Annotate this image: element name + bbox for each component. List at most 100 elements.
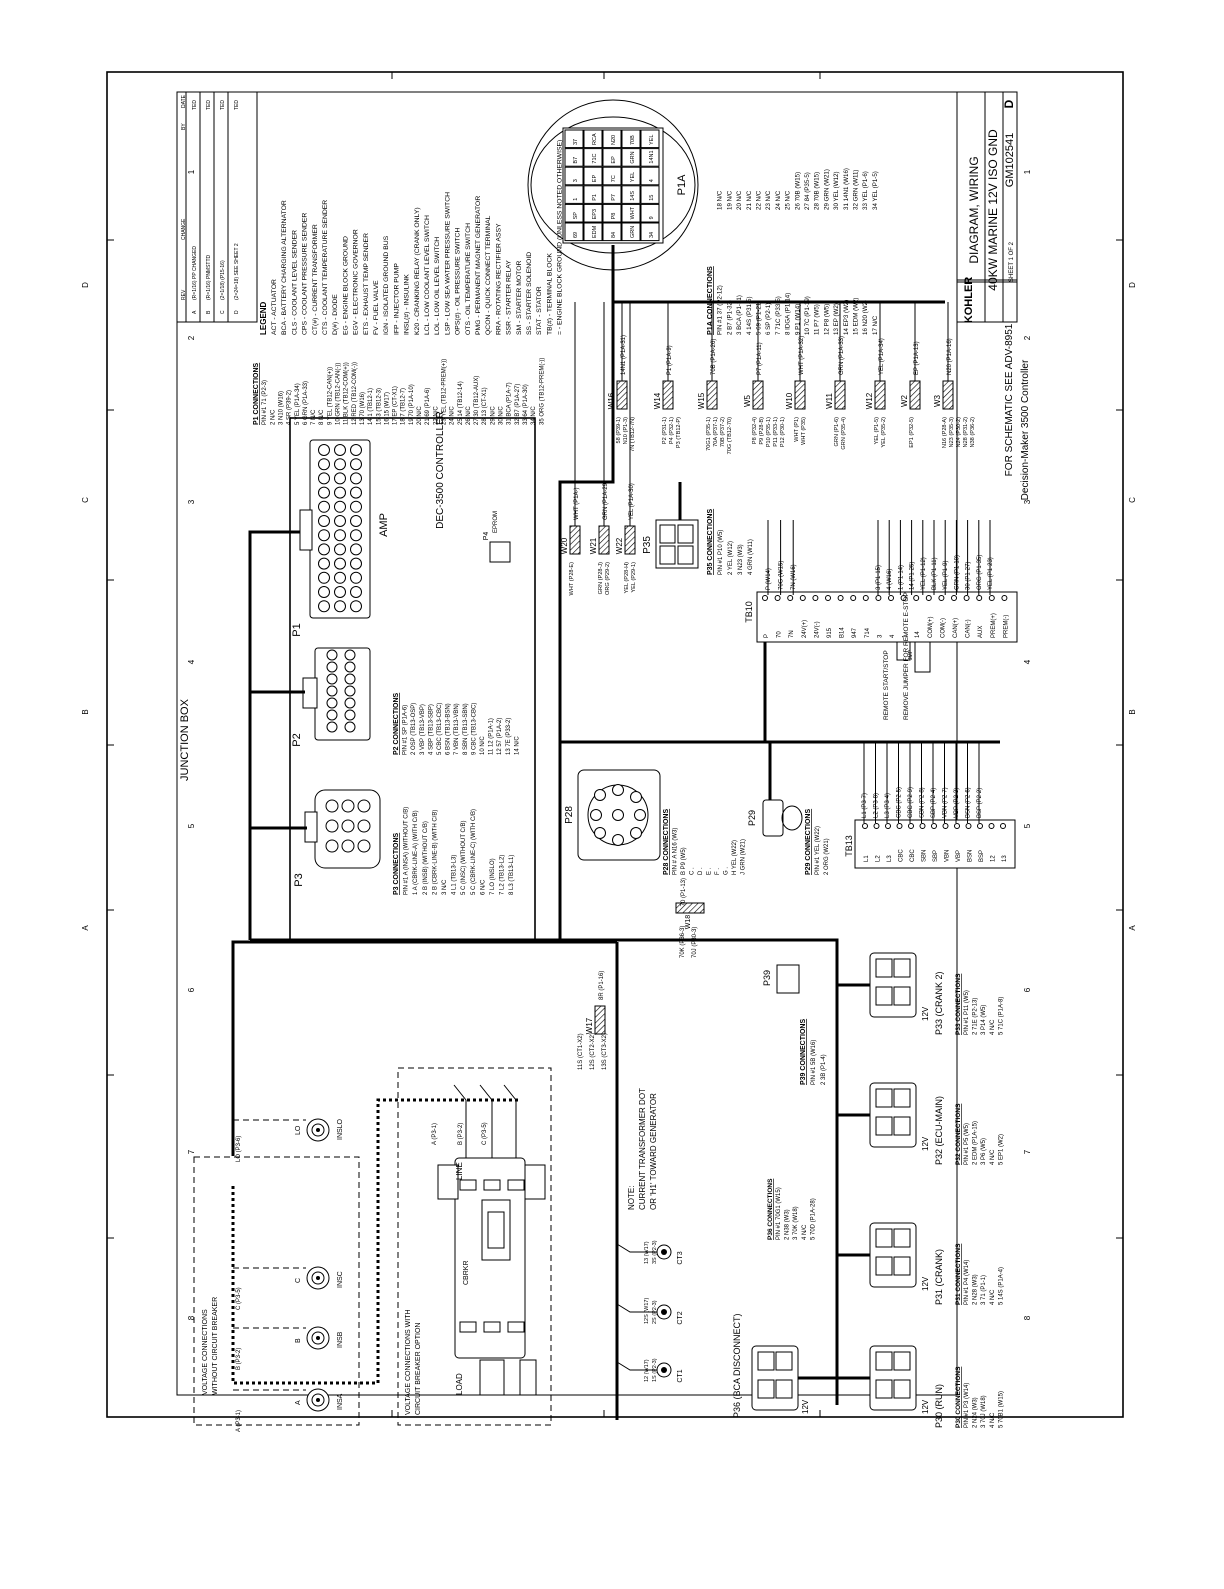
harness-left-end: P10 (P35-1) [766, 417, 772, 447]
legend-item: CLS - COOLANT LEVEL SENDER [291, 230, 298, 335]
insulink-wire: C (P3-5) [236, 1287, 242, 1310]
tb10-terminal: 3 [877, 634, 883, 638]
tb13-wire: SBN (P2-8) [920, 787, 926, 818]
harness-name: W16 [607, 392, 616, 409]
p1a-pin-label: YEL [649, 135, 655, 145]
p2-connections-row: 6 BSN (TB13-BSN) [446, 703, 452, 755]
tb10-wire: YEL (P1-12) [921, 557, 927, 590]
harness-left-end: WHT (P35) [801, 417, 807, 445]
voltage-no-cb-title: WITHOUT CIRCUIT BREAKER [212, 1297, 219, 1395]
harness-left-end: P9 (P28-B) [759, 417, 765, 445]
p1-connections-row: 17 EP (CT-X1) [393, 386, 399, 425]
harness-name: W21 [589, 537, 598, 554]
p1a-connections-right-row: 25 N/C [785, 190, 792, 210]
relay-connections-row: 2 EDM (P1A-15) [973, 1121, 979, 1165]
relay-label: P32 (ECU-MAIN) [934, 1096, 944, 1165]
harness-right-end: GRN (P1A-33) [839, 336, 845, 375]
tb13-wire: VBN (P2-7) [943, 787, 949, 818]
tb13-wire: L3 (P3-4) [885, 793, 891, 818]
ct-note-title: NOTE: [627, 1186, 636, 1210]
zone-letter-bottom: B [1128, 709, 1137, 714]
harness-right-end: EP (P1A-13) [914, 341, 920, 375]
p1a-pin-label: EP [611, 156, 617, 164]
relay-connections-row: 3 P14 (W5) [981, 1005, 987, 1035]
p2-connections-row: 2 OSP (TB13-OSP) [411, 703, 417, 755]
tb13-terminal: L2 [876, 855, 882, 862]
relay-connections-title: P32 CONNECTIONS [955, 1103, 962, 1165]
p2-label: P2 [291, 733, 303, 746]
p1-connections-row: 27 30 (TB12-AUX) [474, 376, 480, 425]
p1a-pin-label: 70B [630, 135, 636, 145]
p28-connections-row: J GRN (W21) [741, 839, 747, 875]
p1a-connections-right-row: 33 YEL (P1-6) [862, 171, 869, 210]
remove-jumper-label: REMOVE JUMPER FOR REMOTE E-STOP [903, 592, 910, 720]
harness-name: W2 [900, 394, 909, 407]
p1-connections-row: 11 BLK (TB12-COM(+)) [344, 362, 350, 425]
p2-connections-row: 8 SBN (TB13-SBN) [463, 703, 469, 755]
tb13-wire: CBC (P2-5) [897, 787, 903, 818]
p3-connections-row: 2 B (INSB) (WITHOUT C/B) [423, 821, 429, 895]
p1a-pin-label: 9 [649, 216, 655, 219]
p2-connections-row: PIN #1 SP (P1A-6) [403, 705, 409, 755]
p2-connections-row: 9 CBC (TB13-CBC) [471, 703, 477, 755]
relay-connections-row: 4 N/C [990, 1019, 996, 1035]
p1a-connections-right-row: 23 N/C [765, 190, 772, 210]
p2-connections-row: 13 7E (P33-2) [506, 718, 512, 755]
tb13-wire: L1 (P3-7) [862, 793, 868, 818]
p1a-connections-left-row: 7 71C (P33-5) [775, 296, 782, 335]
p1-label: P1 [291, 623, 303, 636]
harness-right-end: 70B (P1A-26) [711, 339, 717, 375]
harness-left-end: YEL (P29-1) [631, 562, 637, 593]
zone-letter-top: D [81, 282, 90, 288]
revision-row-change: (R=1/16) PP CHANGED [192, 246, 198, 300]
legend-item: FV - FUEL VALVE [373, 280, 380, 335]
tb13-terminal: BSN [968, 850, 974, 862]
p1-connections-row: 8 N/C [319, 409, 325, 425]
p2-connections-row: 12 57 (P1A-2) [497, 718, 503, 755]
tb10-wire: ORG (P1-35) [977, 555, 983, 590]
relay-connections-row: 5 70B1 (W15) [998, 1391, 1004, 1428]
tb13-wire: BSP (P2-2) [977, 788, 983, 818]
p1a-pin-label: P1 [592, 194, 598, 201]
harness-left-end: 13S (CT3-X2) [602, 1033, 608, 1070]
p1a-pin-label: 1 [573, 198, 579, 201]
harness-left-end: WHT (P28-E) [569, 562, 575, 596]
connector-p35: P35 [642, 519, 699, 569]
harness-name: W12 [865, 392, 874, 409]
p29-label: P29 [747, 810, 757, 826]
harness-name: W17 [585, 1017, 594, 1034]
breaker-wire: B (P3-2) [458, 1123, 464, 1145]
p2-connections-row: 3 VBP (TB13-VBP) [420, 704, 426, 755]
revision-row-by: TED [234, 100, 240, 110]
p28-connections-title: P28 CONNECTIONS [663, 809, 670, 875]
relay-connections-row: 4 N/C [990, 1149, 996, 1165]
zone-number-left: 8 [187, 1315, 196, 1320]
insulink-wire: B (P3-2) [236, 1348, 242, 1370]
relay-connections-row: 2 N38 (W3) [785, 1209, 791, 1240]
harness-right-end: N20 (P1A-16) [947, 338, 953, 375]
relay-connections-row: PIN #1 P11 (W5) [964, 990, 970, 1035]
p1a-connections-left-row: 16 N20 (W2) [862, 300, 869, 335]
zone-number-right: 7 [1023, 1149, 1032, 1154]
p1a-connections-left-row: 10 7C (P1-19) [804, 296, 811, 335]
p1-connections-row: 10 GRN (TB12-CAN(-)) [336, 363, 342, 425]
zone-letter-bottom: C [1128, 497, 1137, 503]
legend-item: EGV - ELECTRONIC GOVERNOR [353, 229, 360, 335]
tb10-terminal: 915 [827, 627, 833, 638]
tb10-terminal: 947 [852, 627, 858, 638]
p1-connections-row: 24 N/C [450, 406, 456, 425]
relay-connections-row: 3 71 (P1-1) [981, 1275, 987, 1305]
zone-number-left: 6 [187, 987, 196, 992]
p1a-connections-right-row: 21 N/C [746, 190, 753, 210]
p28-connections-row: F . [715, 868, 721, 875]
p1a-connections-left-title: P1A CONNECTIONS [705, 266, 714, 335]
p3-connections-row: 7 L2 (TB13-L2) [500, 855, 506, 895]
tb10-terminal: 24V(-) [814, 621, 820, 638]
harness-left-end: N28 (P31-2) [963, 417, 969, 448]
tb10-terminal: CAN(+) [953, 618, 959, 638]
relay-voltage: 12V [921, 1399, 930, 1414]
relay-connections-row: 3 70J (W18) [981, 1395, 987, 1428]
